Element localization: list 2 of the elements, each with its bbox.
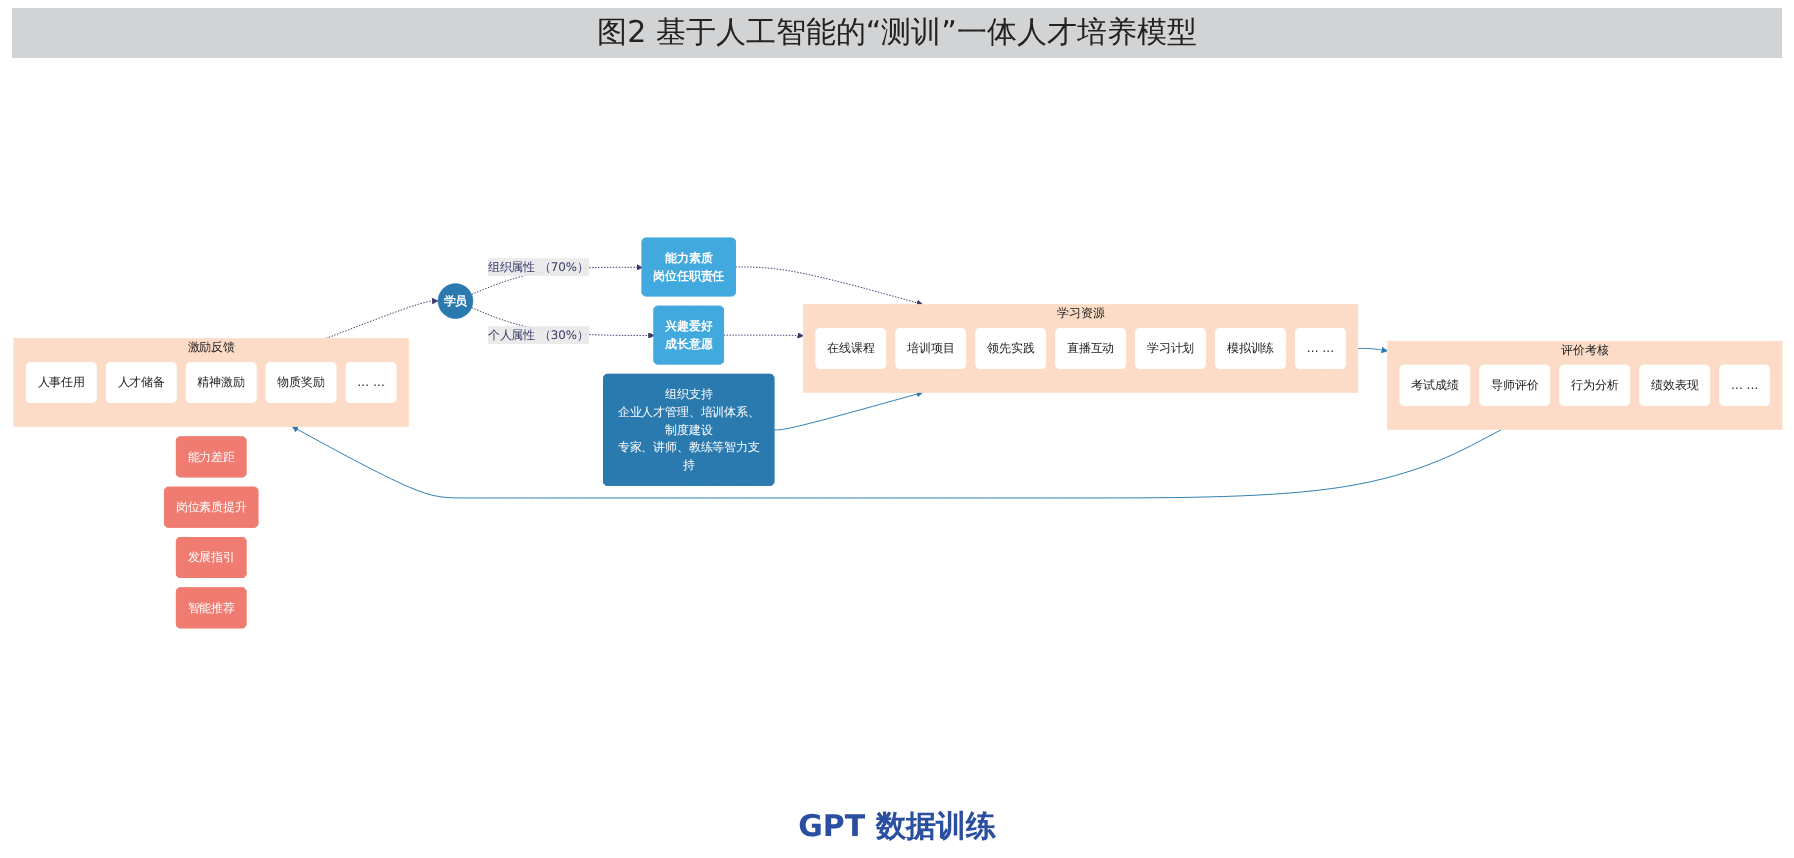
title-bar: 图2 基于人工智能的“测训”一体人才培养模型 [12,8,1782,58]
note-text: GPT 数据训练 [798,808,996,846]
